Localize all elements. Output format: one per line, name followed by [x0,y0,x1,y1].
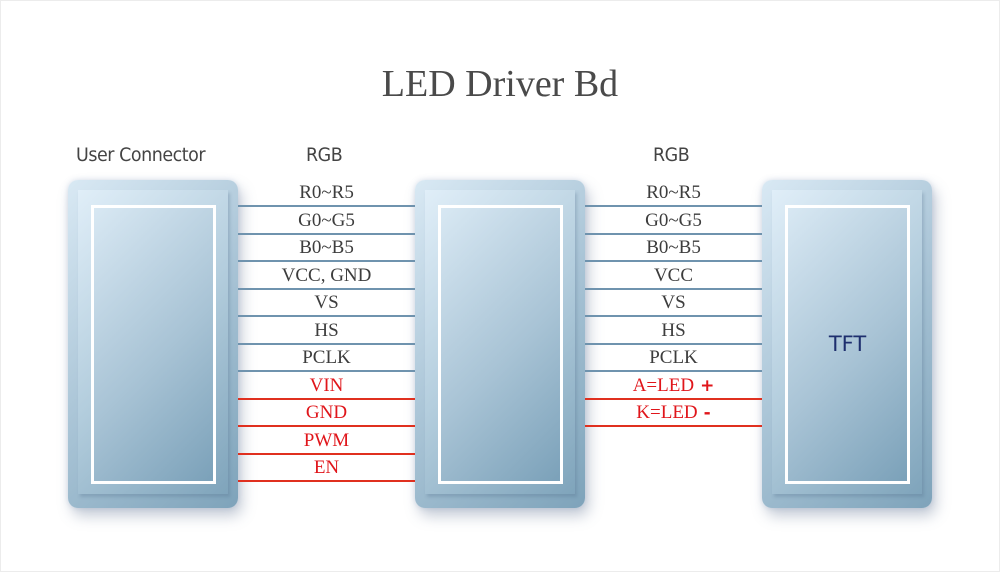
power-wire [585,425,762,427]
signal-wire [585,342,762,345]
power-wire [238,480,415,482]
signal-line: G0~G5 [238,208,415,235]
signal-line: K=LED- [585,400,762,427]
signal-line: VCC, GND [238,263,415,290]
signal-wire [585,260,762,262]
signal-label: R0~R5 [299,182,354,203]
signal-label: EN [313,457,340,478]
signal-label: VS [314,292,339,313]
rgb-right-header: RGB [653,144,690,166]
signal-wire [238,315,415,317]
signal-line: VS [238,290,415,317]
signal-line: GND [238,400,415,427]
signal-line: R0~R5 [585,180,762,207]
signal-line: VCC [585,263,762,290]
signal-wire [585,315,762,317]
signal-label: HS [661,319,686,341]
signal-wire [238,287,415,290]
signal-label: VIN [309,374,344,396]
signal-label: PCLK [302,347,351,368]
minus-icon: - [703,403,711,423]
signal-line: R0~R5 [238,180,415,207]
signal-label: K=LED [636,402,698,423]
user-connector-inner [91,205,216,484]
signal-wire [238,342,415,345]
signal-wire [238,260,415,262]
signal-wire [238,370,415,372]
signal-label: HS [314,319,339,341]
signal-wire [585,370,762,372]
signal-label: R0~R5 [646,182,701,203]
tft-block: TFT [762,180,932,508]
signal-label: G0~G5 [645,209,702,231]
signal-label: G0~G5 [298,209,355,231]
signal-wire [585,232,762,235]
tft-label: TFT [828,332,867,356]
led-driver-inner [438,205,563,484]
signal-label: VCC [653,264,694,286]
signal-line: PCLK [585,345,762,372]
signal-wire [585,287,762,290]
signal-line: VS [585,290,762,317]
signal-line: PWM [238,428,415,455]
power-wire [585,397,762,400]
power-wire [238,452,415,455]
signal-line: A=LED+ [585,373,762,400]
plus-icon: + [700,375,715,396]
signal-line: HS [238,318,415,345]
power-wire [238,425,415,427]
tft-inner: TFT [785,205,910,484]
signal-label: VCC, GND [281,264,372,286]
signal-line: EN [238,455,415,482]
power-wire [238,397,415,400]
signal-line: HS [585,318,762,345]
signal-line: B0~B5 [585,235,762,262]
signal-label: B0~B5 [646,237,701,258]
user-connector-block [68,180,238,508]
signal-wire [238,205,415,207]
led-driver-block [415,180,585,508]
rgb-left-header: RGB [306,144,343,166]
signal-label: B0~B5 [299,237,354,258]
signal-wire [238,232,415,235]
diagram-title: LED Driver Bd [381,63,619,105]
signal-line: PCLK [238,345,415,372]
signal-label: PWM [303,429,350,451]
user-connector-header: User Connector [76,144,206,166]
signal-line: B0~B5 [238,235,415,262]
signal-line: VIN [238,373,415,400]
signal-label: GND [305,402,348,423]
signal-wire [585,205,762,207]
signal-label: PCLK [649,347,698,368]
signal-label: A=LED [632,374,695,396]
signal-line: G0~G5 [585,208,762,235]
signal-label: VS [661,292,686,313]
